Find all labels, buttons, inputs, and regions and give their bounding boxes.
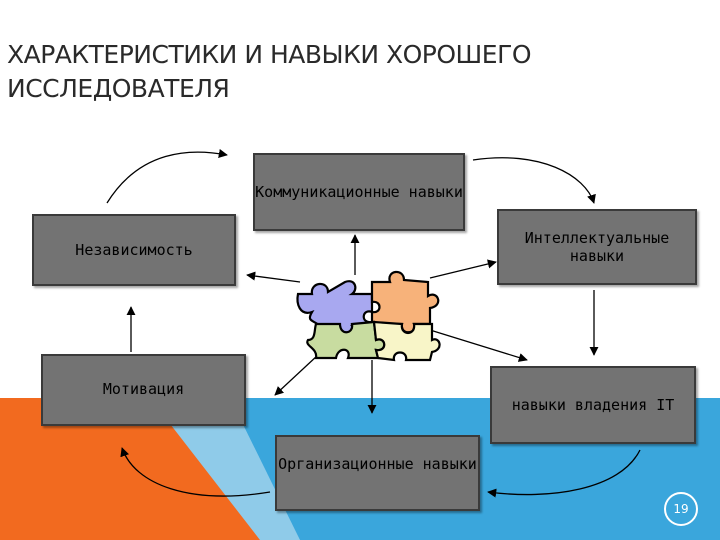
arrow-center-to-independence (246, 271, 301, 283)
communication-skills-box: Коммуникационные навыки (253, 153, 465, 231)
arrow-it-to-organizational (487, 449, 641, 498)
independence-label: Независимость (75, 241, 193, 259)
communication-skills-label: Коммуникационные навыки (255, 183, 463, 201)
motivation-label: Мотивация (102, 380, 185, 398)
motivation-box: Мотивация (41, 354, 246, 426)
orange-band (0, 398, 300, 540)
arrow-independence-to-communication (106, 149, 228, 204)
arrow-center-to-it (429, 329, 528, 362)
light-blue-band (150, 398, 300, 540)
page-title: ХАРАКТЕРИСТИКИ И НАВЫКИ ХОРОШЕГО ИССЛЕДО… (7, 40, 532, 103)
puzzle-icon (296, 270, 441, 362)
it-skills-label: навыки владения IT (511, 396, 675, 414)
intellectual-skills-label: Интеллектуальные навыки (524, 229, 670, 265)
independence-box: Независимость (32, 214, 236, 286)
arrow-center-to-intellectual (429, 259, 497, 279)
arrow-communication-to-intellectual (472, 157, 596, 204)
intellectual-skills-box: Интеллектуальные навыки (497, 209, 697, 285)
it-skills-box: навыки владения IT (490, 366, 696, 444)
organizational-skills-box: Организационные навыки (275, 435, 480, 511)
page-number: 19 (664, 492, 698, 526)
puzzle-piece-green (306, 320, 386, 360)
organizational-skills-label: Организационные навыки (278, 455, 477, 473)
arrow-center-to-motivation (274, 354, 319, 396)
puzzle-piece-yellow (372, 320, 441, 362)
arrow-organizational-to-motivation (120, 447, 271, 497)
